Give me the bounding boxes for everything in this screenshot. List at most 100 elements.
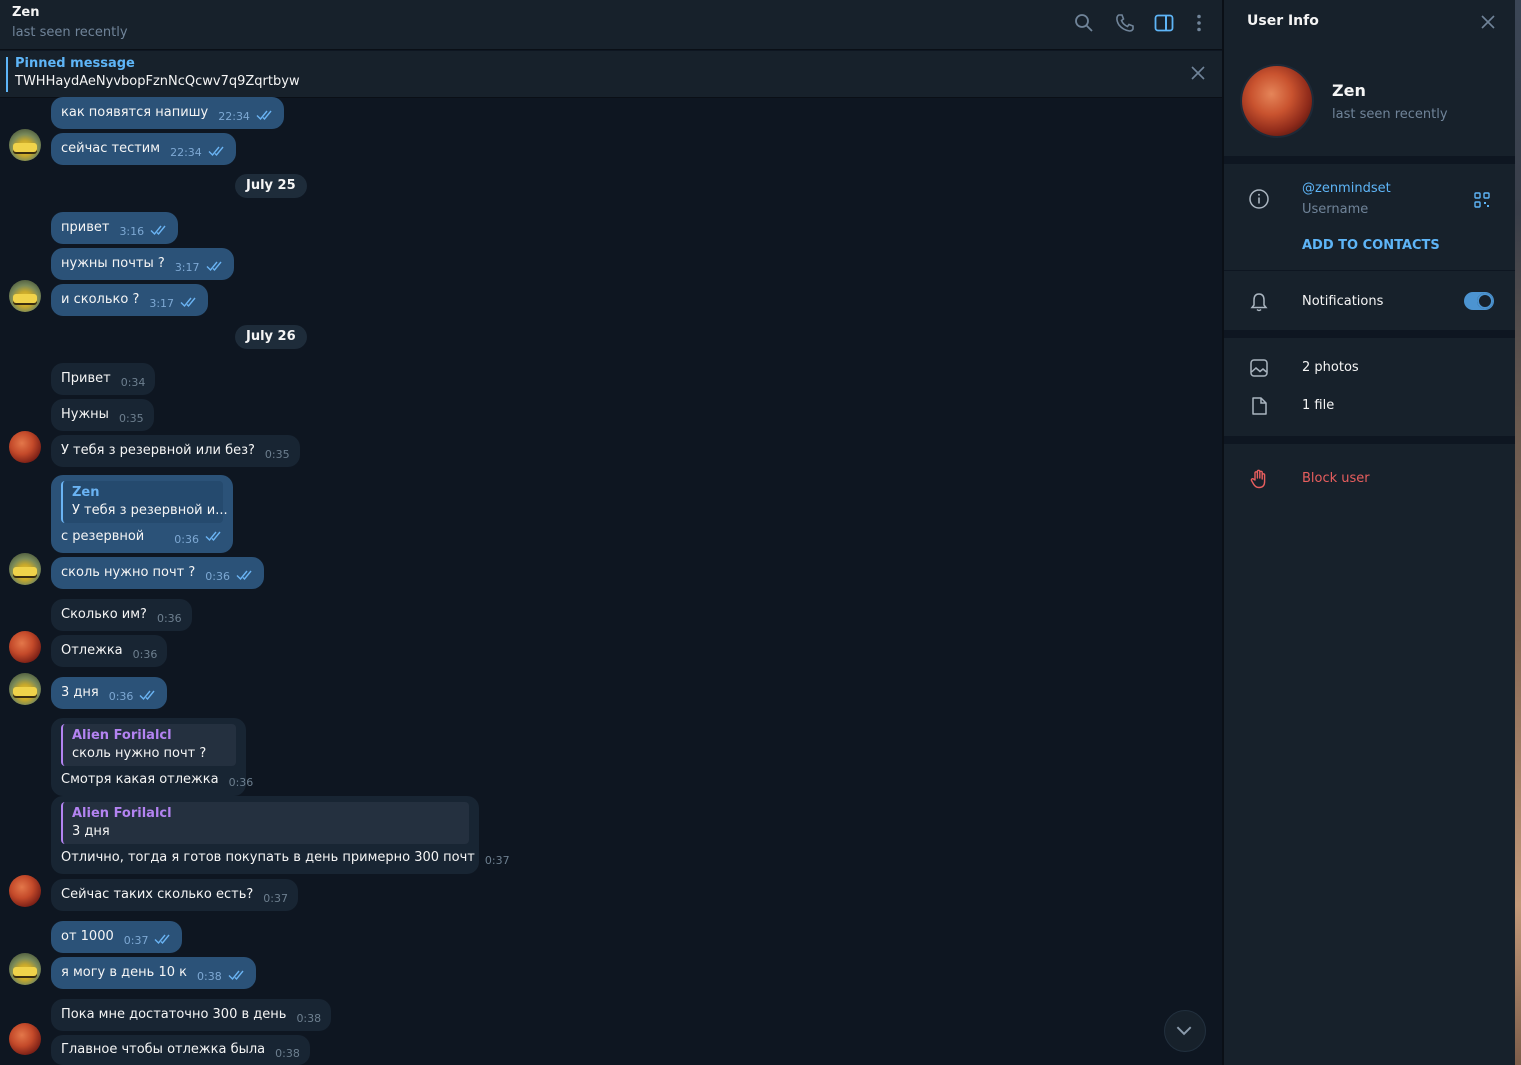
message-incoming[interactable]: Сколько им?0:36 (51, 599, 192, 631)
message-time: 0:36 (228, 776, 254, 789)
read-check-icon (150, 224, 168, 236)
section-divider (1224, 156, 1515, 164)
reply-text: 3 дня (72, 824, 110, 839)
chevron-down-icon (1176, 1026, 1192, 1036)
avatar[interactable] (9, 553, 41, 585)
message-time: 0:35 (264, 448, 290, 461)
panel-divider (1222, 0, 1224, 1065)
message-text: Главное чтобы отлежка была (61, 1042, 266, 1057)
message-time: 0:37 (123, 934, 149, 947)
message-text: от 1000 (61, 929, 114, 944)
message-incoming[interactable]: Сейчас таких сколько есть? 0:37 (51, 879, 298, 911)
read-check-icon (154, 933, 172, 945)
message-time: 0:37 (484, 854, 510, 867)
message-text: и сколько ? (61, 292, 140, 307)
message-incoming[interactable]: У тебя з резервной или без?0:35 (51, 435, 300, 467)
profile-avatar[interactable] (1242, 66, 1312, 136)
message-incoming-reply[interactable]: Alien Forilalcl сколь нужно почт ? Смотр… (51, 718, 253, 796)
message-time: 3:16 (119, 225, 145, 238)
chat-title[interactable]: Zen (12, 5, 40, 20)
reply-quote[interactable]: Alien Forilalcl сколь нужно почт ? (61, 724, 236, 766)
notifications-toggle[interactable] (1464, 292, 1494, 310)
avatar[interactable] (9, 673, 41, 705)
reply-author: Alien Forilalcl (72, 728, 172, 743)
panel-title: User Info (1247, 13, 1319, 29)
sidebar-toggle-icon[interactable] (1153, 12, 1175, 34)
message-text: я могу в день 10 к (61, 965, 187, 980)
message-time: 22:34 (218, 110, 250, 123)
phone-icon[interactable] (1114, 12, 1136, 34)
chat-header: Zen last seen recently (0, 0, 1222, 50)
message-text: Отлежка (61, 643, 123, 658)
avatar[interactable] (9, 631, 41, 663)
message-text: Нужны (61, 407, 109, 422)
avatar[interactable] (9, 875, 41, 907)
reply-author: Alien Forilalcl (72, 806, 172, 821)
photos-link[interactable]: 2 photos (1302, 360, 1359, 375)
message-time: 0:38 (275, 1047, 300, 1060)
pinned-message-bar[interactable]: Pinned message TWHHaydAeNyvbopFznNcQcwv7… (0, 51, 1222, 98)
message-time: 0:37 (263, 892, 288, 905)
scroll-to-bottom-button[interactable] (1164, 1010, 1206, 1052)
message-text: Пока мне достаточно 300 в день (61, 1007, 287, 1022)
message-outgoing[interactable]: и сколько ? 3:17 (51, 284, 209, 316)
qr-code-icon[interactable] (1474, 192, 1490, 208)
username-link[interactable]: @zenmindset (1302, 181, 1391, 196)
search-icon[interactable] (1073, 12, 1095, 34)
avatar[interactable] (9, 280, 41, 312)
close-icon[interactable] (1188, 63, 1208, 83)
bell-icon (1248, 291, 1270, 313)
add-to-contacts-button[interactable]: ADD TO CONTACTS (1302, 238, 1440, 253)
message-outgoing[interactable]: сколь нужно почт ?0:36 (51, 557, 264, 589)
message-time: 0:36 (156, 612, 182, 625)
close-icon[interactable] (1478, 12, 1498, 32)
background-wallpaper-edge (1515, 0, 1521, 1065)
message-incoming-reply[interactable]: Alien Forilalcl 3 дня Отлично, тогда я г… (51, 796, 510, 874)
reply-text: У тебя з резервной и... (72, 503, 228, 518)
reply-quote[interactable]: Alien Forilalcl 3 дня (61, 802, 469, 844)
message-text: 3 дня (61, 685, 99, 700)
avatar[interactable] (9, 1023, 41, 1055)
message-incoming[interactable]: Нужны 0:35 (51, 399, 154, 431)
message-time: 0:36 (205, 570, 230, 583)
message-text: Привет (61, 371, 111, 386)
profile-status: last seen recently (1332, 107, 1448, 122)
read-check-icon (236, 569, 254, 581)
user-info-panel: User Info Zen last seen recently @zenmin… (1224, 0, 1515, 1065)
read-check-icon (206, 260, 224, 272)
reply-quote[interactable]: Zen У тебя з резервной и... (61, 481, 228, 523)
block-hand-icon (1248, 468, 1270, 490)
read-check-icon (139, 689, 157, 701)
block-user-button[interactable]: Block user (1302, 471, 1370, 486)
files-link[interactable]: 1 file (1302, 398, 1335, 413)
message-text: Сейчас таких сколько есть? (61, 887, 254, 902)
message-outgoing[interactable]: от 1000 0:37 (51, 921, 183, 953)
avatar[interactable] (9, 953, 41, 985)
profile-name: Zen (1332, 81, 1366, 100)
more-menu-icon[interactable] (1188, 12, 1210, 34)
avatar[interactable] (9, 129, 41, 161)
date-separator: July 25 (235, 174, 307, 198)
message-time: 0:35 (118, 412, 144, 425)
reply-text: сколь нужно почт ? (72, 746, 207, 761)
file-icon (1248, 395, 1270, 417)
row-divider (1224, 270, 1515, 271)
pinned-text: TWHHaydAeNyvbopFznNcQcwv7q9Zqrtbyw (15, 74, 300, 89)
read-check-icon (205, 530, 223, 542)
read-check-icon (256, 109, 274, 121)
message-outgoing-reply[interactable]: Zen У тебя з резервной и... с резервной … (51, 475, 233, 553)
pinned-accent-bar (6, 57, 8, 92)
avatar[interactable] (9, 431, 41, 463)
message-time: 3:17 (149, 297, 175, 310)
message-outgoing[interactable]: нужны почты ?3:17 (51, 248, 234, 280)
message-incoming[interactable]: Главное чтобы отлежка была 0:38 (51, 1035, 310, 1065)
date-separator: July 26 (235, 325, 307, 349)
